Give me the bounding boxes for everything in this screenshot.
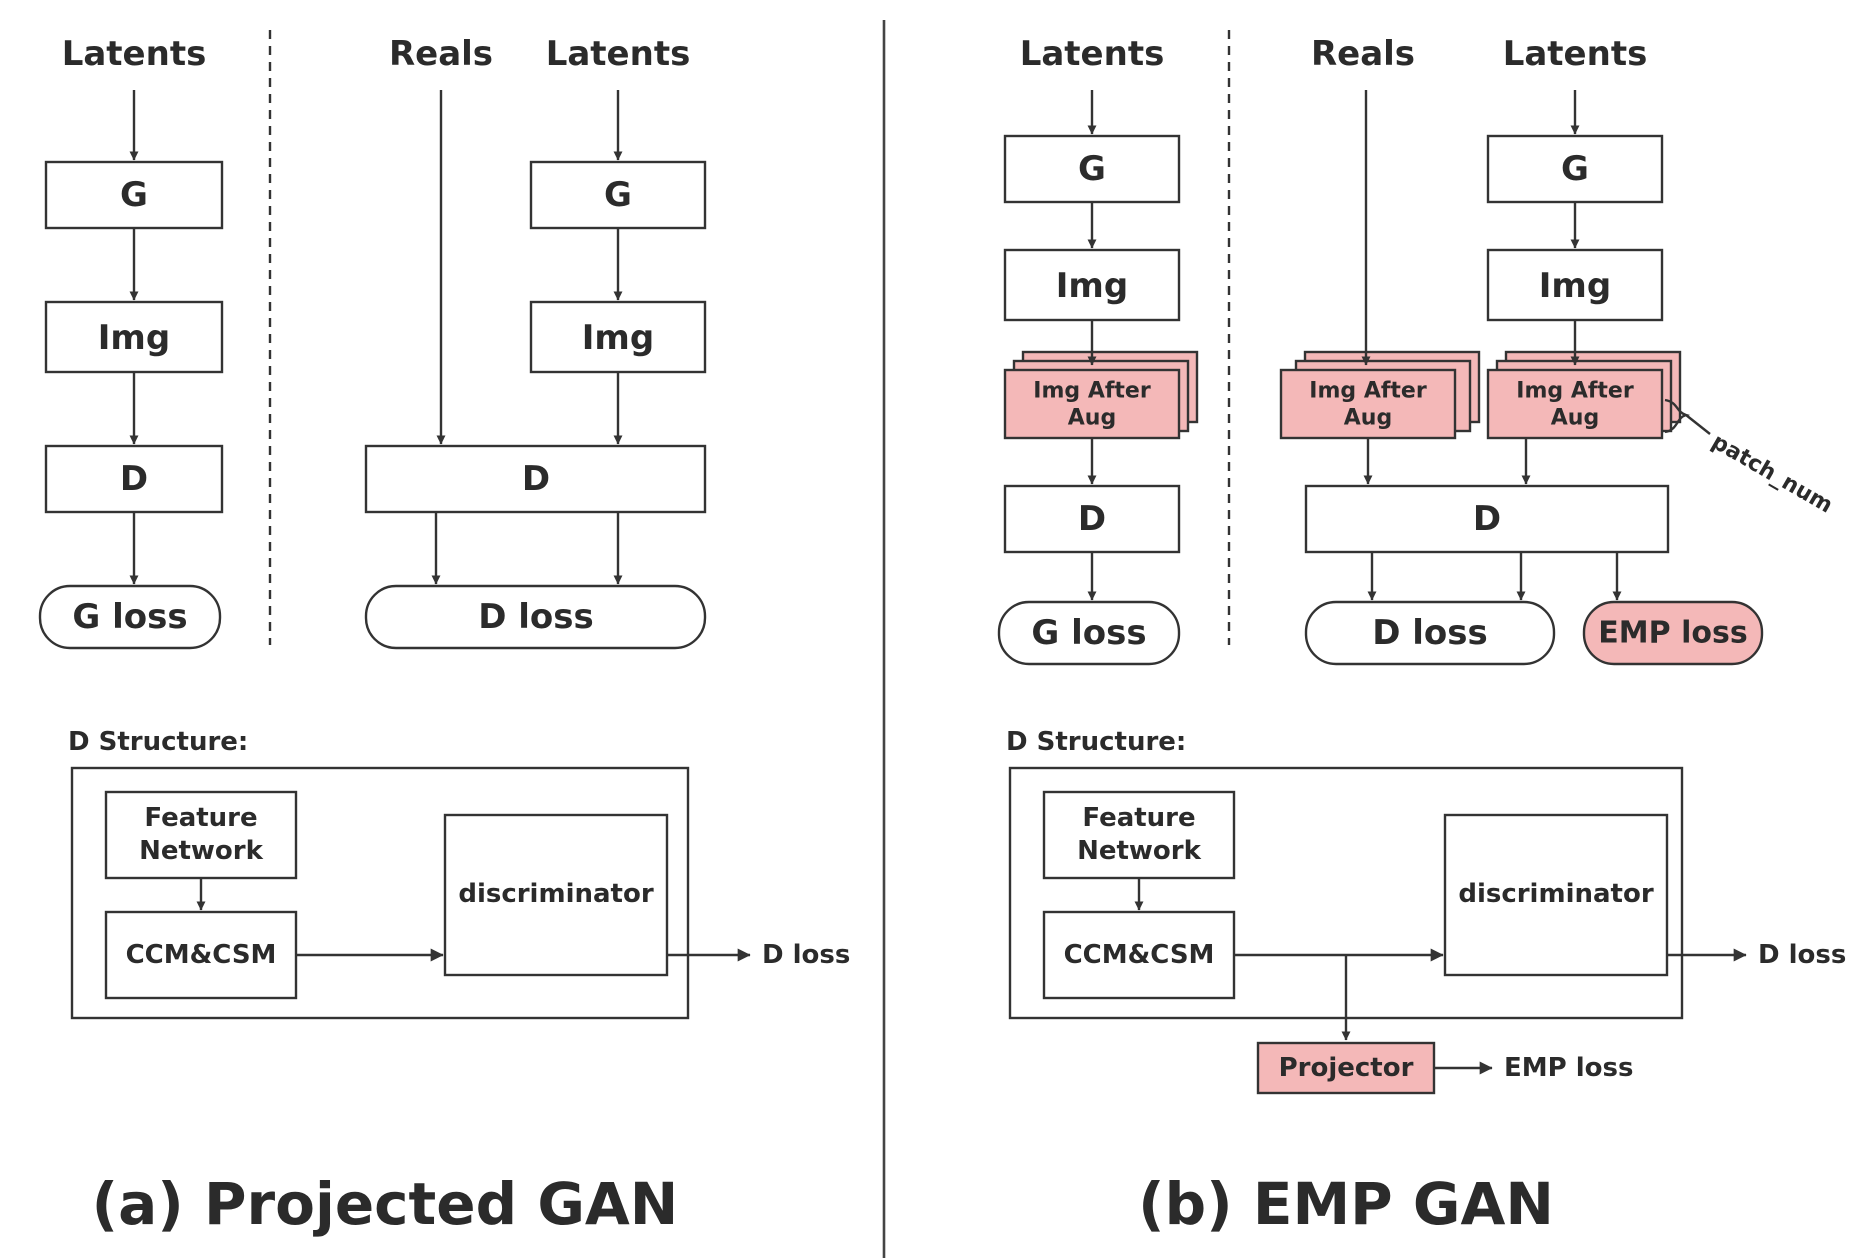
b-gen-g-label: G (1078, 149, 1106, 189)
a-dstructure-dloss-label: D loss (762, 940, 850, 970)
b-projector-emploss-label: EMP loss (1504, 1053, 1633, 1083)
b-dloss-node (1304, 600, 1556, 666)
a-gen-img-box (44, 300, 224, 374)
b-disc-g-label: G (1561, 149, 1589, 189)
b-gloss-node (997, 600, 1181, 666)
b-reals-label: Reals (1311, 34, 1415, 74)
b-real-aug-line2: Aug (1344, 406, 1392, 431)
a-feature-network-line2: Network (139, 836, 264, 866)
a-ccm-label: CCM&CSM (126, 940, 277, 970)
b-ccm-box (1042, 910, 1236, 1000)
a-disc-img-label: Img (582, 318, 654, 358)
b-emploss-node (1582, 600, 1764, 666)
panel-b: Latents G Img Img After Aug D G loss Rea… (997, 30, 1846, 1238)
b-dstructure-dloss-label: D loss (1758, 940, 1846, 970)
b-disc-d-label: D (1473, 499, 1501, 539)
a-gloss-label: G loss (72, 597, 187, 637)
b-caption: (b) EMP GAN (1138, 1170, 1554, 1238)
a-dloss-label: D loss (478, 597, 594, 637)
b-feature-network-line1: Feature (1082, 803, 1195, 833)
a-dstructure-title: D Structure: (68, 727, 248, 757)
panel-a: Latents G Img D G loss Reals Latents G I… (38, 30, 850, 1238)
a-disc-latents-label: Latents (546, 34, 691, 74)
b-disc-d-box (1304, 484, 1670, 554)
a-disc-d-label: D (522, 459, 550, 499)
a-discriminator-box (443, 813, 669, 977)
b-gloss-label: G loss (1031, 613, 1146, 653)
b-feature-network-box (1042, 790, 1236, 880)
a-dloss-node (364, 584, 707, 650)
b-discriminator-label: discriminator (1458, 879, 1653, 909)
b-ccm-label: CCM&CSM (1064, 940, 1215, 970)
a-gen-g-label: G (120, 175, 148, 215)
b-patch-num-label: patch_num (1707, 429, 1836, 518)
b-dloss-label: D loss (1372, 613, 1488, 653)
a-gen-latents-label: Latents (62, 34, 207, 74)
b-real-aug-line1: Img After (1309, 379, 1427, 404)
b-gen-d-box (1003, 484, 1181, 554)
b-fake-aug-line2: Aug (1551, 406, 1599, 431)
b-patch-pointer (1685, 414, 1711, 435)
b-gen-img-box (1003, 248, 1181, 322)
b-gen-g-box (1003, 134, 1181, 204)
b-disc-img-label: Img (1539, 266, 1611, 306)
b-gen-d-label: D (1078, 499, 1106, 539)
a-disc-d-box (364, 444, 707, 514)
a-disc-g-box (529, 160, 707, 230)
b-projector-label: Projector (1279, 1053, 1414, 1083)
a-gloss-node (38, 584, 222, 650)
b-gen-aug-line2: Aug (1068, 406, 1116, 431)
b-discriminator-box (1443, 813, 1669, 977)
a-disc-g-label: G (604, 175, 632, 215)
b-gen-img-label: Img (1056, 266, 1128, 306)
b-real-aug-box (1279, 368, 1457, 440)
a-gen-d-label: D (120, 459, 148, 499)
a-feature-network-box (104, 790, 298, 880)
b-fake-aug-box (1486, 368, 1664, 440)
b-dstructure-title: D Structure: (1006, 727, 1186, 757)
a-gen-d-box (44, 444, 224, 514)
b-gen-aug-line1: Img After (1033, 379, 1151, 404)
b-feature-network-line2: Network (1077, 836, 1202, 866)
a-caption: (a) Projected GAN (92, 1170, 679, 1238)
b-gen-latents-label: Latents (1020, 34, 1165, 74)
b-fake-aug-line1: Img After (1516, 379, 1634, 404)
a-disc-img-box (529, 300, 707, 374)
a-feature-network-line1: Feature (144, 803, 257, 833)
a-discriminator-label: discriminator (458, 879, 653, 909)
b-projector-box (1256, 1041, 1436, 1095)
a-gen-img-label: Img (98, 318, 170, 358)
b-disc-latents-label: Latents (1503, 34, 1648, 74)
b-disc-img-box (1486, 248, 1664, 322)
b-emploss-label: EMP loss (1598, 616, 1747, 651)
a-reals-label: Reals (389, 34, 493, 74)
